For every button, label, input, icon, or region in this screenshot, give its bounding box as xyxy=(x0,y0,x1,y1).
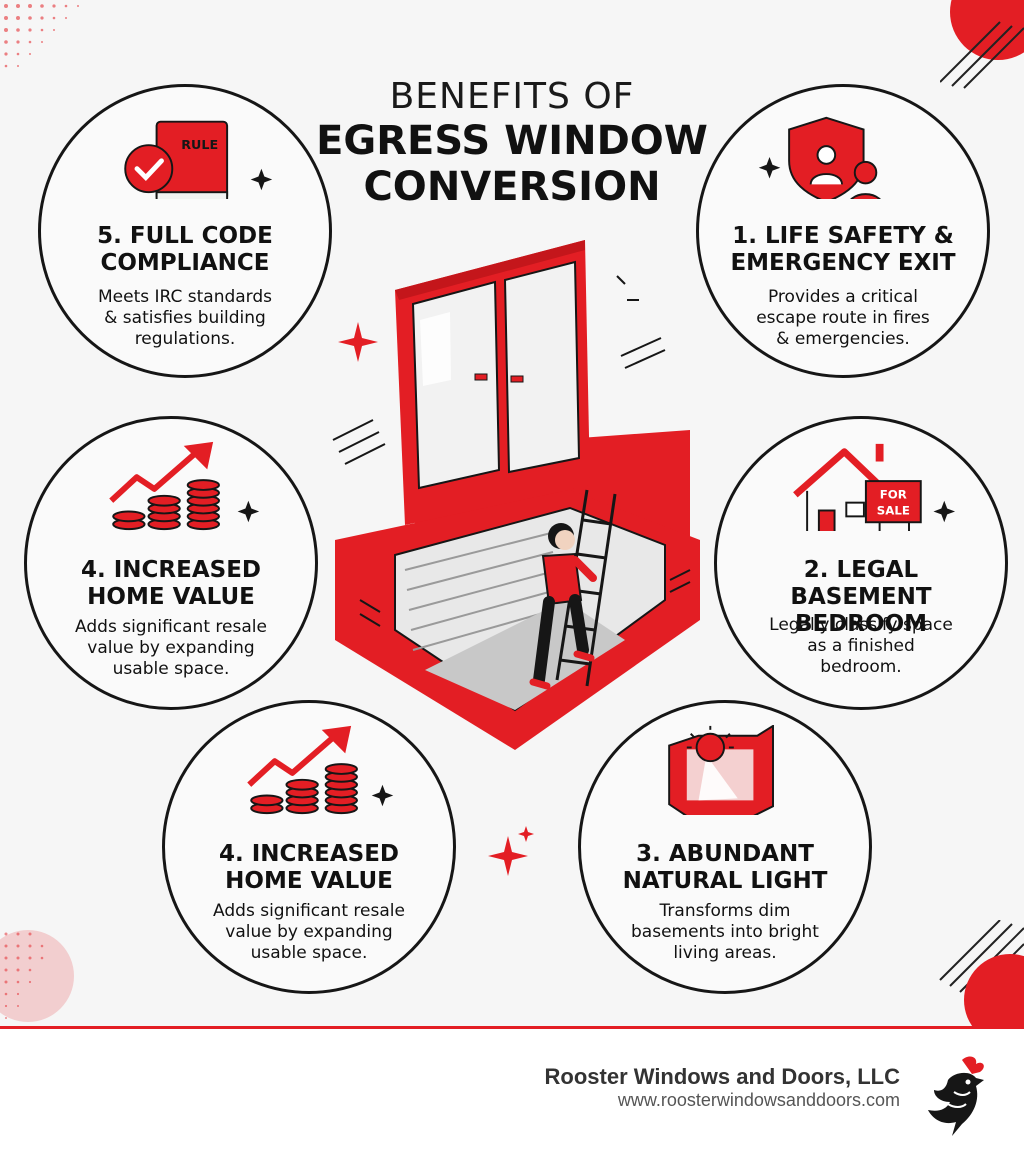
title-line-1: BENEFITS OF xyxy=(389,76,635,117)
rising-coins-icon xyxy=(109,441,260,531)
person-climbing-icon xyxy=(529,523,597,690)
company-url[interactable]: www.roosterwindowsanddoors.com xyxy=(617,1090,900,1110)
infographic-canvas: BENEFITS OF EGRESS WINDOW CONVERSION xyxy=(0,0,1024,1026)
benefit-card-life-safety: 1. LIFE SAFETY &EMERGENCY EXIT Provides … xyxy=(696,84,990,378)
title-line-2b: CONVERSION xyxy=(363,164,661,210)
sun-window-icon xyxy=(668,725,774,815)
dot-pattern-top-left xyxy=(4,4,79,68)
window-icon xyxy=(395,240,590,525)
sparkle-icon xyxy=(488,826,534,876)
rule-badge-text: RULE xyxy=(181,138,218,153)
red-corner-circle-top-right xyxy=(940,0,1024,89)
for-sale-text-1: FOR xyxy=(880,488,907,502)
rule-book-icon: RULE xyxy=(124,120,273,199)
safety-shield-icon xyxy=(758,116,881,199)
title-line-2: EGRESS WINDOW CONVERSION xyxy=(262,118,762,210)
title-line-2a: EGRESS WINDOW xyxy=(316,118,708,164)
egress-window-illustration xyxy=(332,240,700,750)
house-for-sale-icon: FOR SALE xyxy=(793,443,956,531)
dot-pattern-bottom-left xyxy=(0,930,74,1022)
benefit-title: 1. LIFE SAFETY &EMERGENCY EXIT xyxy=(730,223,956,276)
rooster-logo-icon xyxy=(928,1056,984,1136)
red-corner-circle-bottom-right xyxy=(939,920,1024,1026)
company-name: Rooster Windows and Doors, LLC xyxy=(544,1064,900,1089)
rising-coins-icon xyxy=(247,725,394,815)
footer xyxy=(0,1026,1024,1154)
for-sale-text-2: SALE xyxy=(877,503,910,517)
sparkle-icon xyxy=(338,322,378,362)
